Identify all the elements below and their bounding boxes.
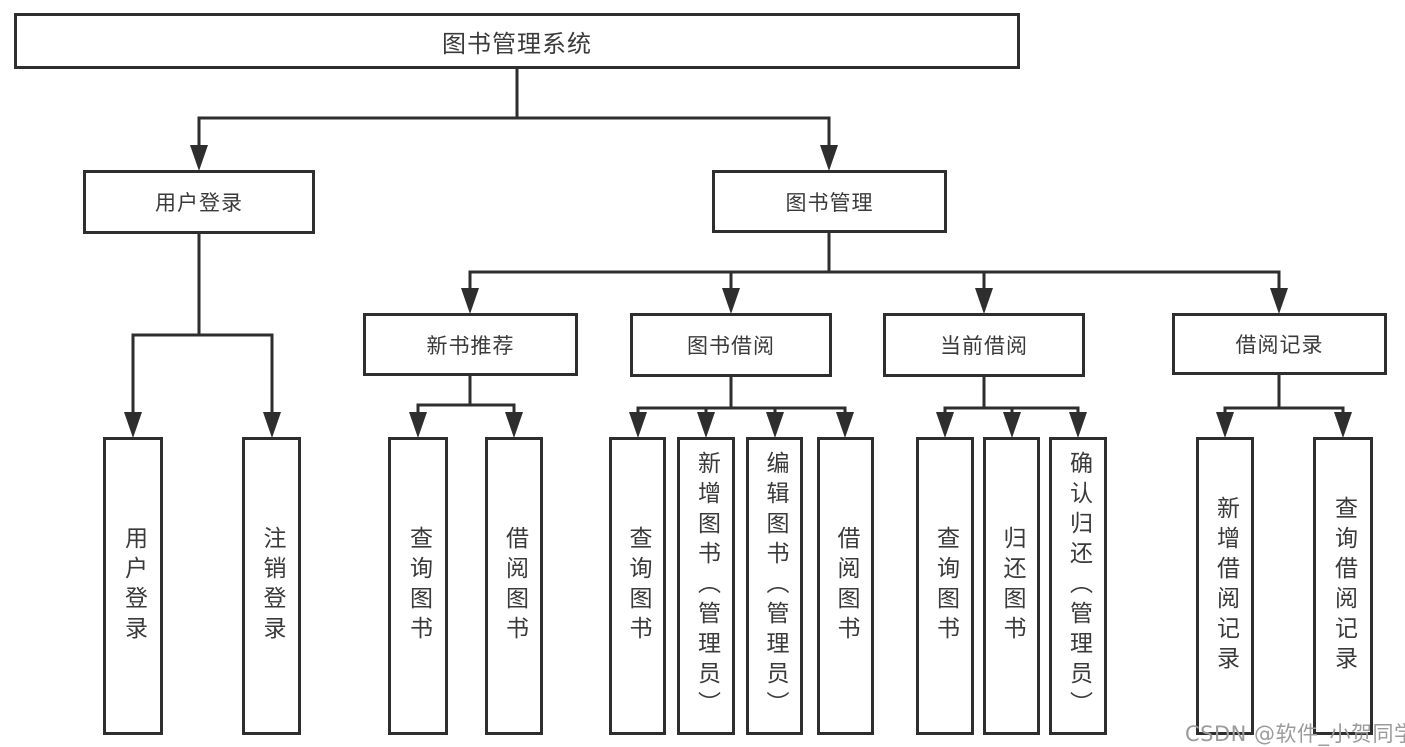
leaf-user-login: 用户登录 xyxy=(103,437,163,735)
node-new-book-recommend: 新书推荐 xyxy=(363,313,578,376)
node-current-borrow: 当前借阅 xyxy=(883,313,1085,377)
node-borrow-records: 借阅记录 xyxy=(1172,313,1387,375)
leaf-edit-books-admin: 编辑图书（管理员） xyxy=(746,437,803,735)
leaf-borrow-books: 借阅图书 xyxy=(817,437,874,735)
leaf-logout: 注销登录 xyxy=(242,437,301,735)
node-user-login: 用户登录 xyxy=(83,170,315,234)
leaf-query-borrow-record: 查询借阅记录 xyxy=(1313,437,1373,735)
node-book-management: 图书管理 xyxy=(712,170,947,233)
leaf-add-borrow-record: 新增借阅记录 xyxy=(1196,437,1254,735)
node-book-borrow: 图书借阅 xyxy=(630,313,832,377)
leaf-borrow-books-recommend: 借阅图书 xyxy=(485,437,543,735)
leaf-confirm-return-admin: 确认归还（管理员） xyxy=(1049,437,1107,735)
leaf-add-books-admin: 新增图书（管理员） xyxy=(677,437,735,735)
csdn-watermark: CSDN @软件_小贺同学 xyxy=(1185,722,1405,746)
leaf-query-books-current: 查询图书 xyxy=(916,437,974,735)
leaf-return-books: 归还图书 xyxy=(983,437,1040,735)
leaf-query-books-recommend: 查询图书 xyxy=(388,437,448,735)
leaf-query-books-borrow: 查询图书 xyxy=(609,437,666,735)
node-root-library-system: 图书管理系统 xyxy=(14,13,1020,69)
